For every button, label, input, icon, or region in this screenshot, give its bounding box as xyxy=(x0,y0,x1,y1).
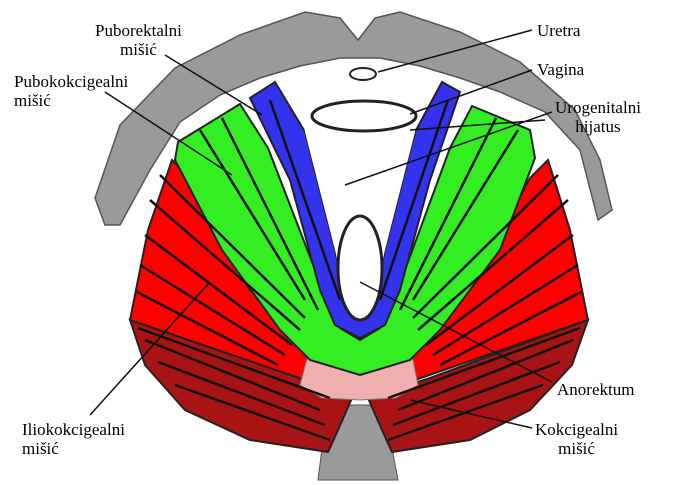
label-pubokokcigealni-misic: Pubokokcigealni mišić xyxy=(14,72,128,110)
label-puborektalni-misic: Puborektalni mišić xyxy=(95,21,182,59)
label-uretra: Uretra xyxy=(537,21,580,40)
anorectum xyxy=(338,216,382,320)
label-vagina: Vagina xyxy=(537,60,584,79)
urethra xyxy=(350,68,376,80)
label-anorektum: Anorektum xyxy=(557,380,634,399)
label-iliokokcigealni-misic: Iliokokcigealni mišić xyxy=(22,420,125,458)
label-urogenitalni-hijatus: Urogenitalni hijatus xyxy=(555,98,641,136)
vagina xyxy=(312,101,416,131)
label-kokcigealni-misic: Kokcigealni mišić xyxy=(535,420,618,458)
